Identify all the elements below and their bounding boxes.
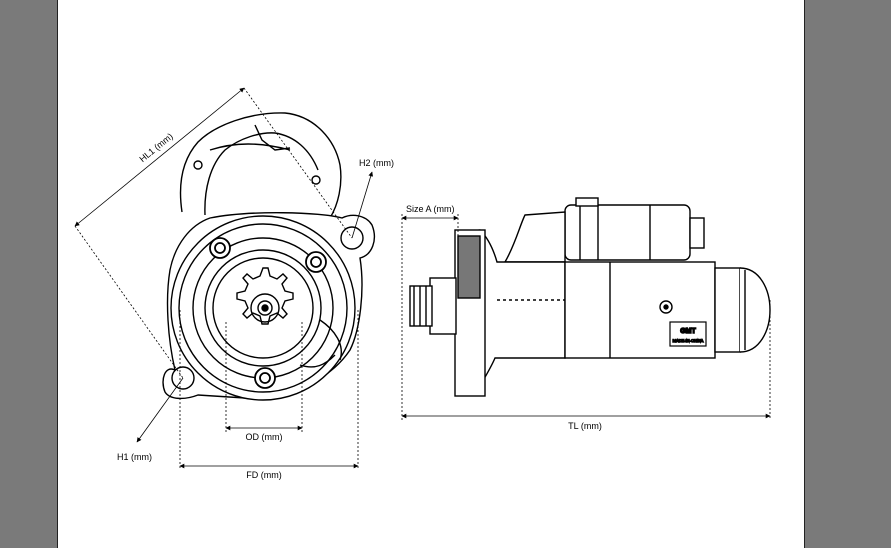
solenoid: [564, 204, 691, 261]
label-od: OD (mm): [246, 432, 283, 442]
bolt-heads: [209, 237, 327, 389]
side-view: GMT MADE-IN-CHINA: [409, 197, 771, 397]
label-h1: H1 (mm): [117, 452, 152, 462]
label-fd: FD (mm): [246, 470, 282, 480]
front-view: [162, 112, 376, 401]
pinion-gear: [236, 267, 294, 325]
side-dimensions: [401, 214, 771, 420]
pinion-shaft: [429, 277, 457, 335]
label-tl: TL (mm): [568, 421, 602, 431]
nameplate: GMT MADE-IN-CHINA: [669, 321, 707, 347]
nameplate-text: MADE-IN-CHINA: [673, 338, 704, 343]
label-hl1: HL1 (mm): [137, 131, 174, 164]
label-size-a: Size A (mm): [406, 204, 455, 214]
nameplate-brand: GMT: [680, 328, 696, 335]
front-dimensions: [74, 87, 374, 470]
label-h2: H2 (mm): [359, 158, 394, 168]
